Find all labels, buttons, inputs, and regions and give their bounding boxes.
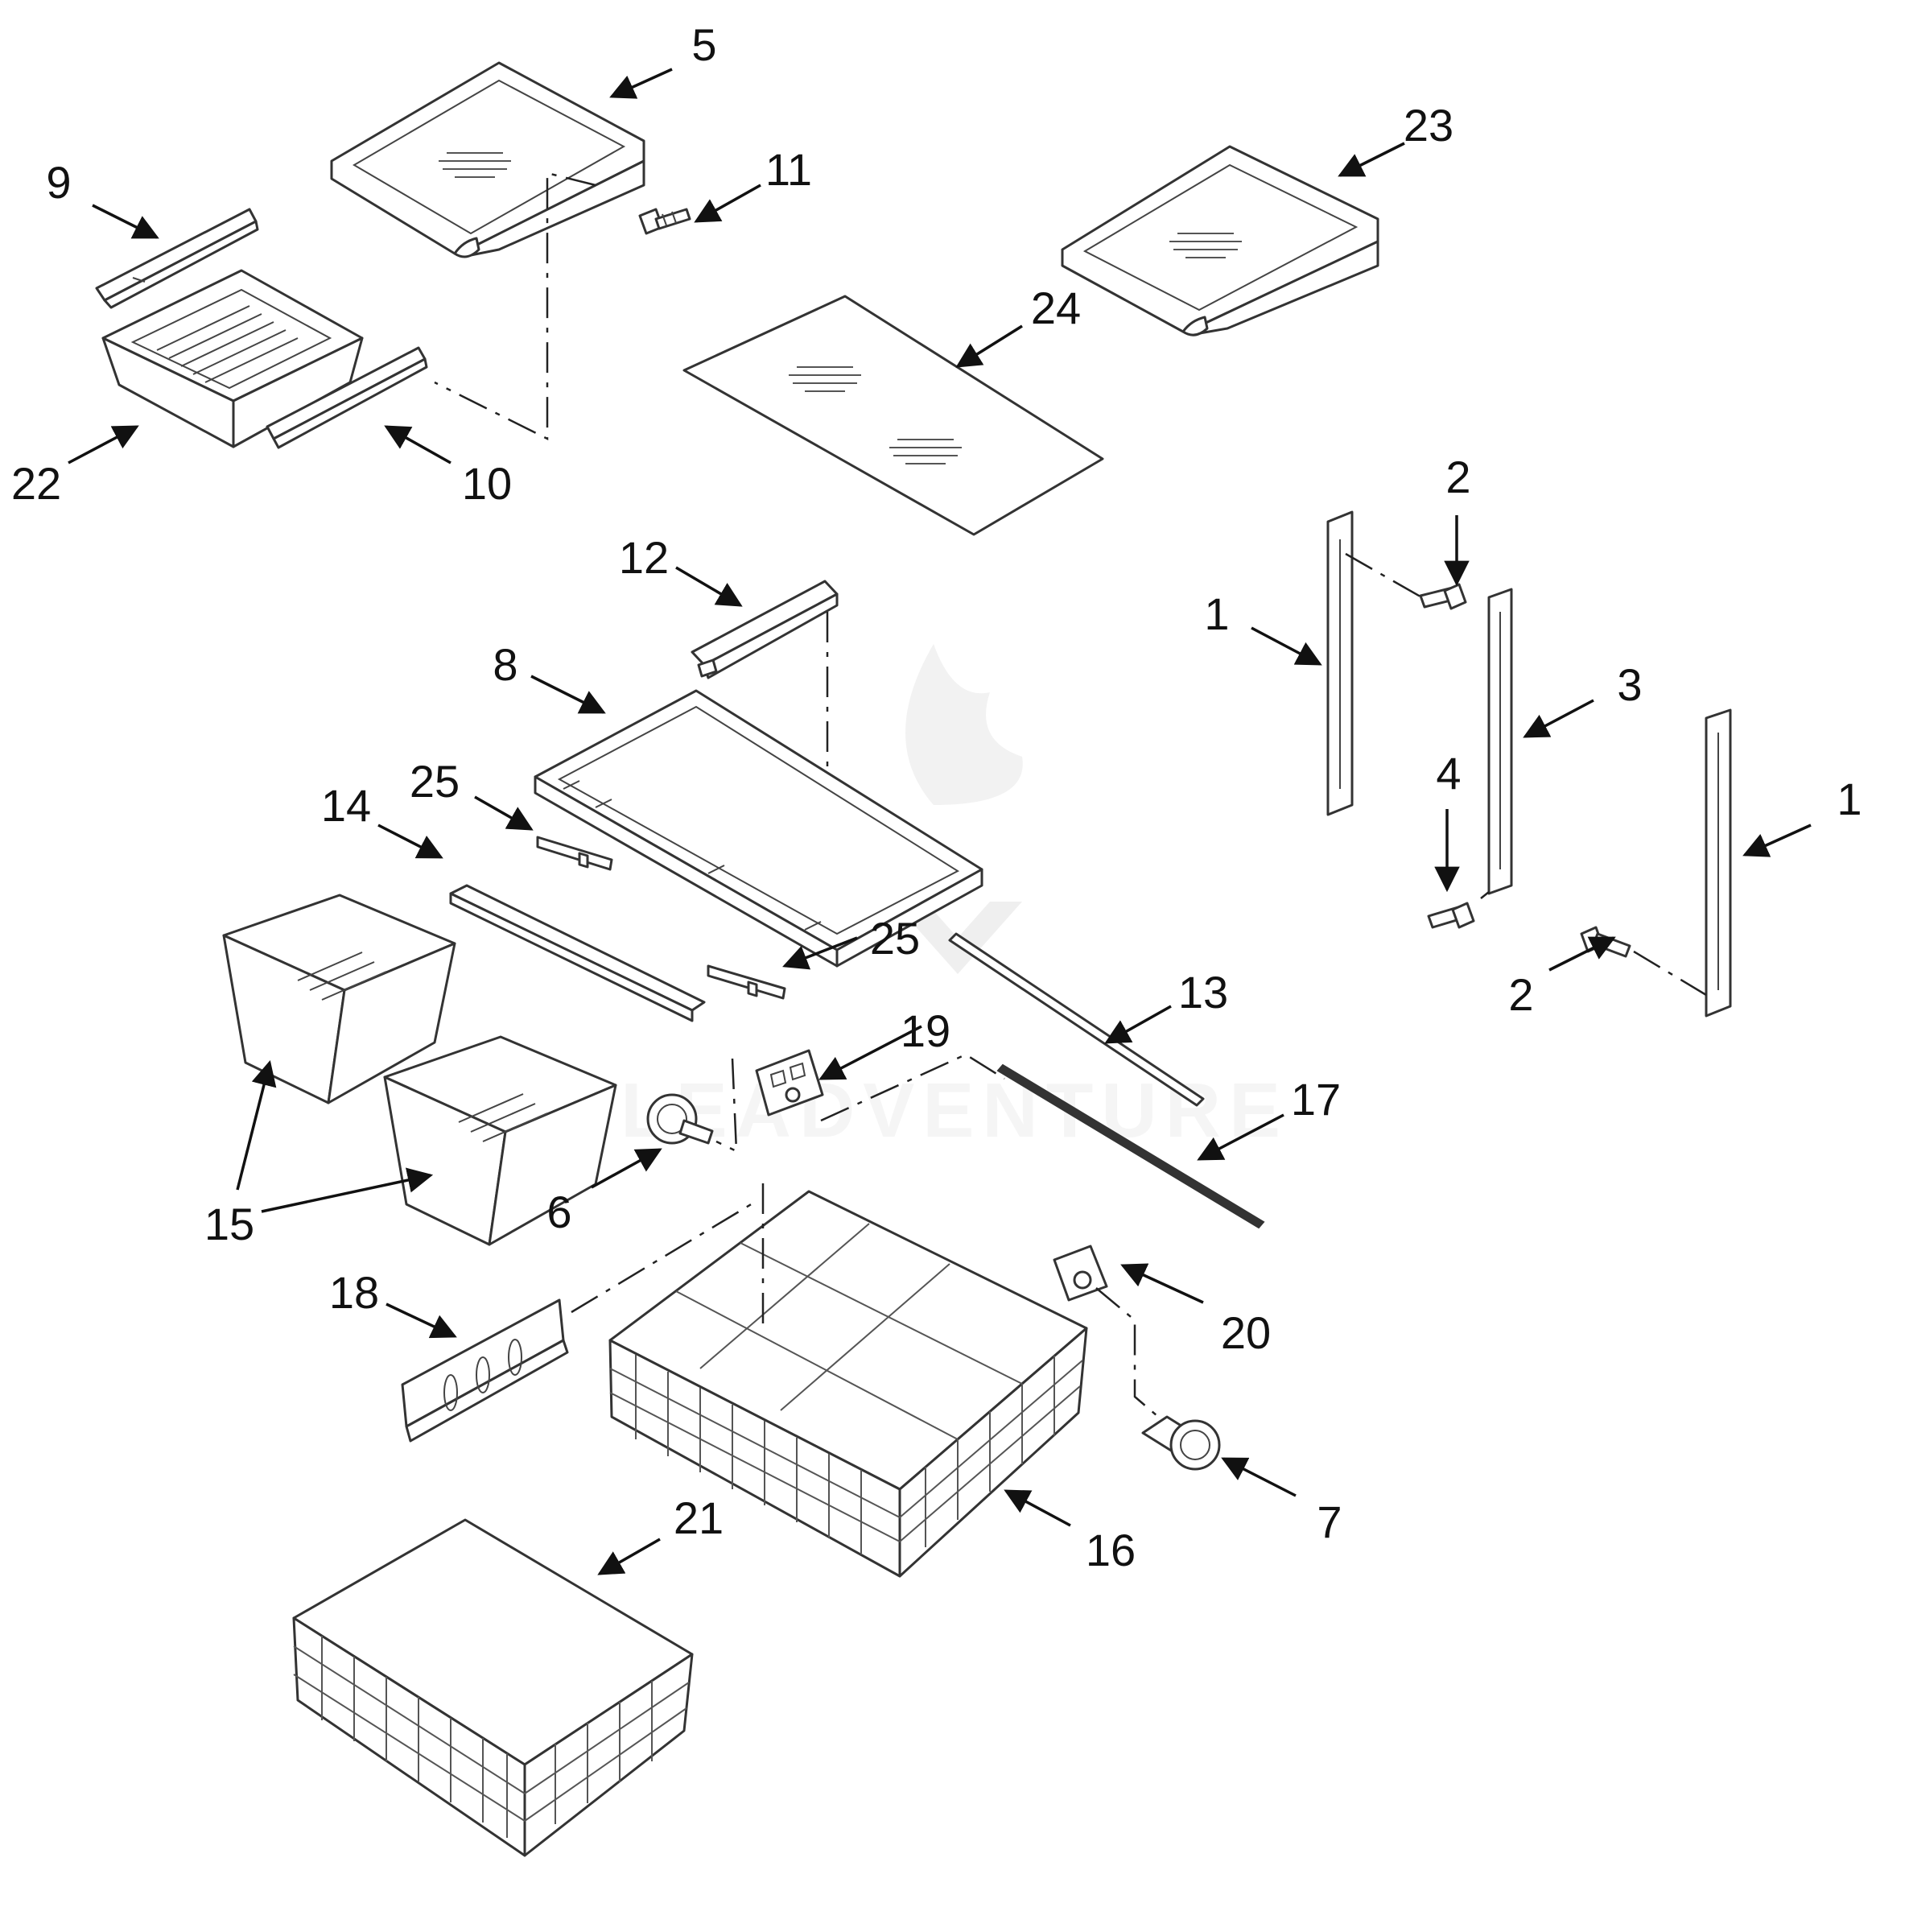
callout-19: 19 bbox=[901, 1005, 950, 1056]
callout-23: 23 bbox=[1404, 100, 1453, 151]
part-trim-14 bbox=[449, 884, 706, 1022]
callout-14: 14 bbox=[321, 780, 371, 831]
callout-13: 13 bbox=[1178, 967, 1228, 1018]
part-glass-24 bbox=[682, 295, 1104, 536]
callout-24: 24 bbox=[1031, 283, 1081, 333]
callout-20: 20 bbox=[1221, 1307, 1271, 1358]
part-shelf-5 bbox=[330, 61, 645, 258]
part-gear-7 bbox=[1141, 1415, 1221, 1471]
part-bracket-20 bbox=[1053, 1245, 1108, 1302]
callout-1-left: 1 bbox=[1204, 588, 1229, 639]
callout-3: 3 bbox=[1617, 659, 1642, 710]
callout-1-right: 1 bbox=[1837, 774, 1862, 824]
part-screw-4 bbox=[1427, 902, 1475, 929]
callout-12: 12 bbox=[619, 532, 669, 583]
callout-10: 10 bbox=[462, 458, 512, 509]
part-upright-1a bbox=[1326, 510, 1354, 816]
part-rod-13 bbox=[948, 932, 1205, 1107]
part-screw-11 bbox=[638, 208, 691, 235]
callout-6: 6 bbox=[546, 1187, 571, 1237]
callout-arrows bbox=[68, 68, 1812, 1575]
part-shelf-23 bbox=[1061, 145, 1379, 336]
callout-21: 21 bbox=[674, 1492, 724, 1543]
callout-16: 16 bbox=[1086, 1525, 1136, 1575]
part-bin-15b bbox=[383, 1035, 617, 1246]
part-clip-25b bbox=[707, 964, 786, 1000]
part-basket-16 bbox=[608, 1190, 1088, 1578]
callout-8: 8 bbox=[493, 639, 517, 690]
part-rail-10 bbox=[266, 346, 428, 449]
callout-9: 9 bbox=[46, 157, 71, 208]
part-drawer-22 bbox=[101, 269, 364, 448]
callout-22: 22 bbox=[11, 458, 61, 509]
callout-25-upper: 25 bbox=[410, 756, 460, 807]
watermark-text: LEADVENTURE bbox=[621, 1067, 1288, 1154]
part-bracket-19 bbox=[755, 1049, 824, 1117]
part-upright-1b bbox=[1705, 708, 1732, 1018]
part-divider-18 bbox=[401, 1298, 569, 1443]
callout-labels: 5 9 11 22 10 23 24 2 1 3 4 1 2 12 8 25 1… bbox=[11, 19, 1862, 1575]
part-rail-9 bbox=[95, 208, 259, 309]
callout-15: 15 bbox=[204, 1199, 254, 1249]
part-screw-2a bbox=[1419, 583, 1467, 610]
callout-18: 18 bbox=[329, 1267, 379, 1318]
callout-25-lower: 25 bbox=[870, 913, 920, 964]
callout-11: 11 bbox=[765, 144, 812, 195]
leader-lines bbox=[434, 171, 1707, 1422]
part-clip-25a bbox=[536, 836, 613, 871]
part-frame-8 bbox=[534, 689, 983, 968]
part-rail-12 bbox=[691, 580, 839, 679]
callout-4: 4 bbox=[1436, 748, 1461, 799]
part-rod-17 bbox=[996, 1063, 1265, 1229]
callout-2-lower: 2 bbox=[1508, 969, 1533, 1020]
callout-7: 7 bbox=[1317, 1496, 1342, 1547]
callout-5: 5 bbox=[691, 19, 716, 70]
callout-2-upper: 2 bbox=[1445, 452, 1470, 502]
part-gear-6 bbox=[646, 1093, 714, 1145]
part-upright-3 bbox=[1487, 588, 1513, 895]
callout-17: 17 bbox=[1291, 1074, 1341, 1125]
part-basket-21 bbox=[292, 1518, 694, 1857]
